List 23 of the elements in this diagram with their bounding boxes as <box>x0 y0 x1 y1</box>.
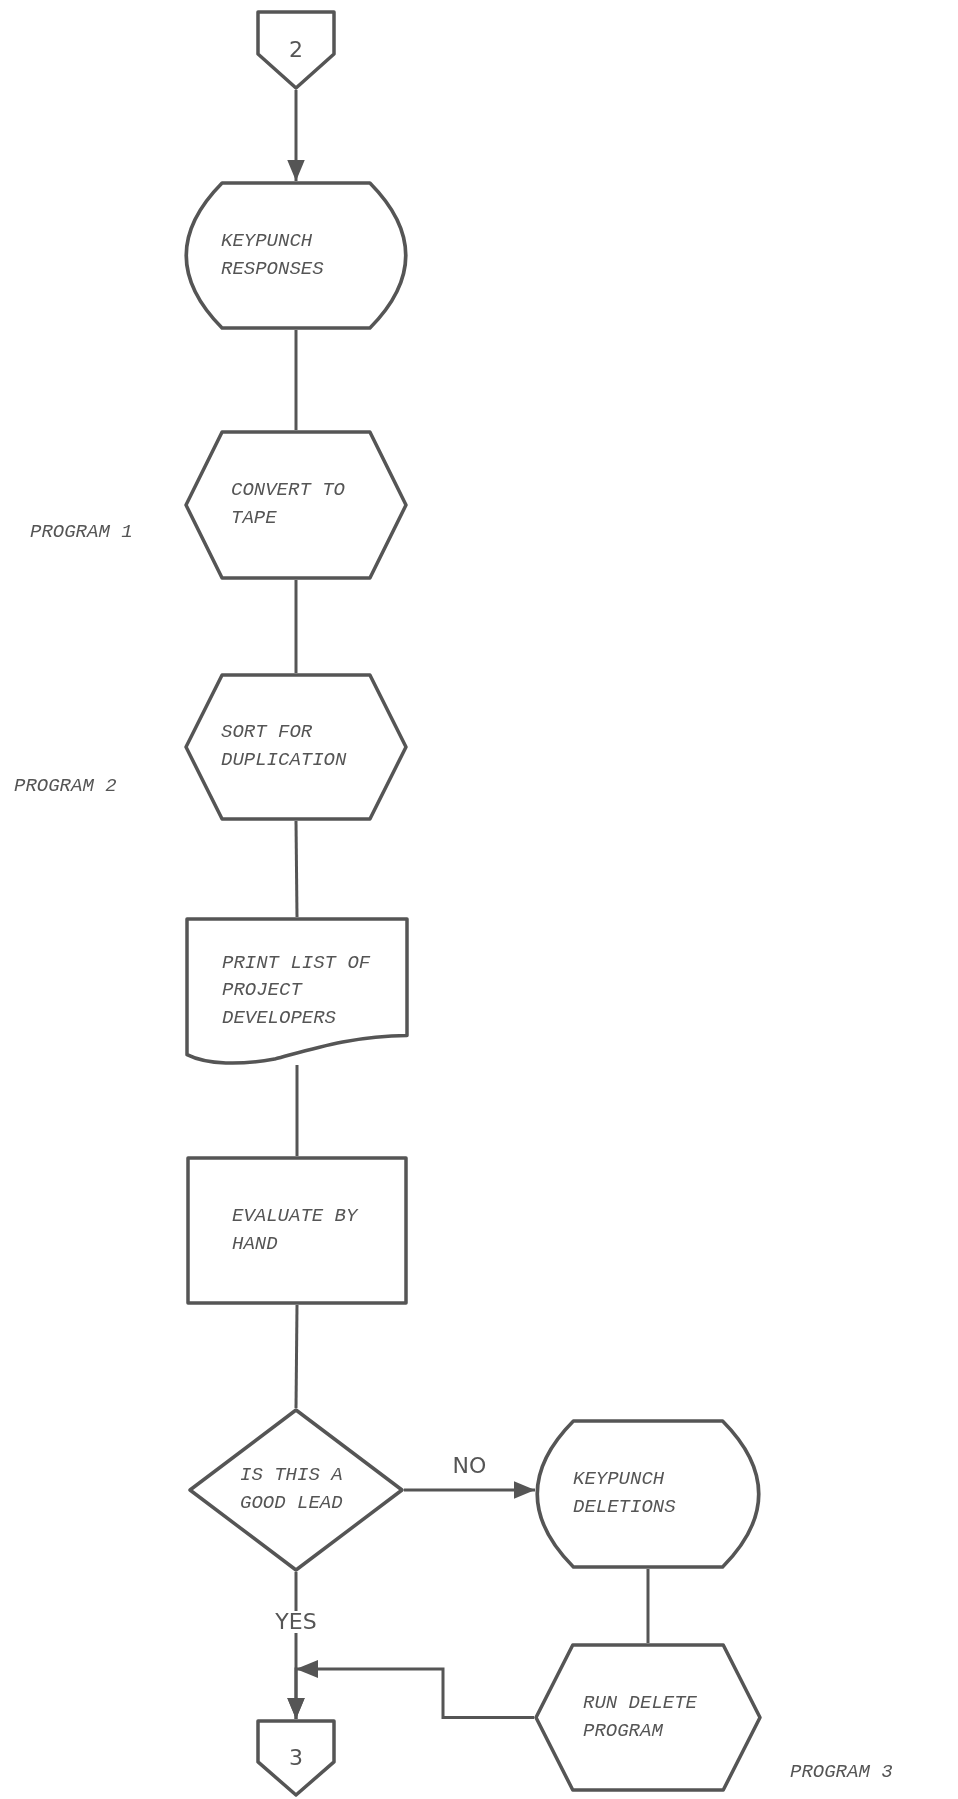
node-text: KEYPUNCH RESPONSES <box>221 228 325 282</box>
node-text: PRINT LIST OF PROJECT DEVELOPERS <box>222 950 372 1031</box>
preparation-hexagon <box>184 673 408 821</box>
manual-input-shape <box>184 181 408 330</box>
program-label: PROGRAM 3 <box>790 1760 893 1785</box>
node-text: RUN DELETE PROGRAM <box>583 1690 699 1744</box>
node-text: 2 <box>289 36 303 64</box>
node-text: 3 <box>289 1744 303 1772</box>
node-text: EVALUATE BY HAND <box>232 1203 359 1257</box>
preparation-hexagon <box>534 1643 762 1792</box>
document-shape <box>185 917 409 1065</box>
manual-input-shape <box>535 1419 761 1569</box>
off-page-connector <box>256 10 336 90</box>
node-text: CONVERT TO TAPE <box>231 478 347 531</box>
program-label: PROGRAM 2 <box>14 774 117 799</box>
off-page-connector <box>256 1719 336 1797</box>
node-text: SORT FOR DUPLICATION <box>221 720 348 773</box>
node-text: IS THIS A GOOD LEAD <box>240 1463 344 1516</box>
process-box <box>186 1156 408 1305</box>
program-label: PROGRAM 1 <box>30 520 133 545</box>
decision-diamond <box>188 1408 404 1572</box>
node-text: KEYPUNCH DELETIONS <box>573 1467 677 1520</box>
preparation-hexagon <box>184 430 408 580</box>
